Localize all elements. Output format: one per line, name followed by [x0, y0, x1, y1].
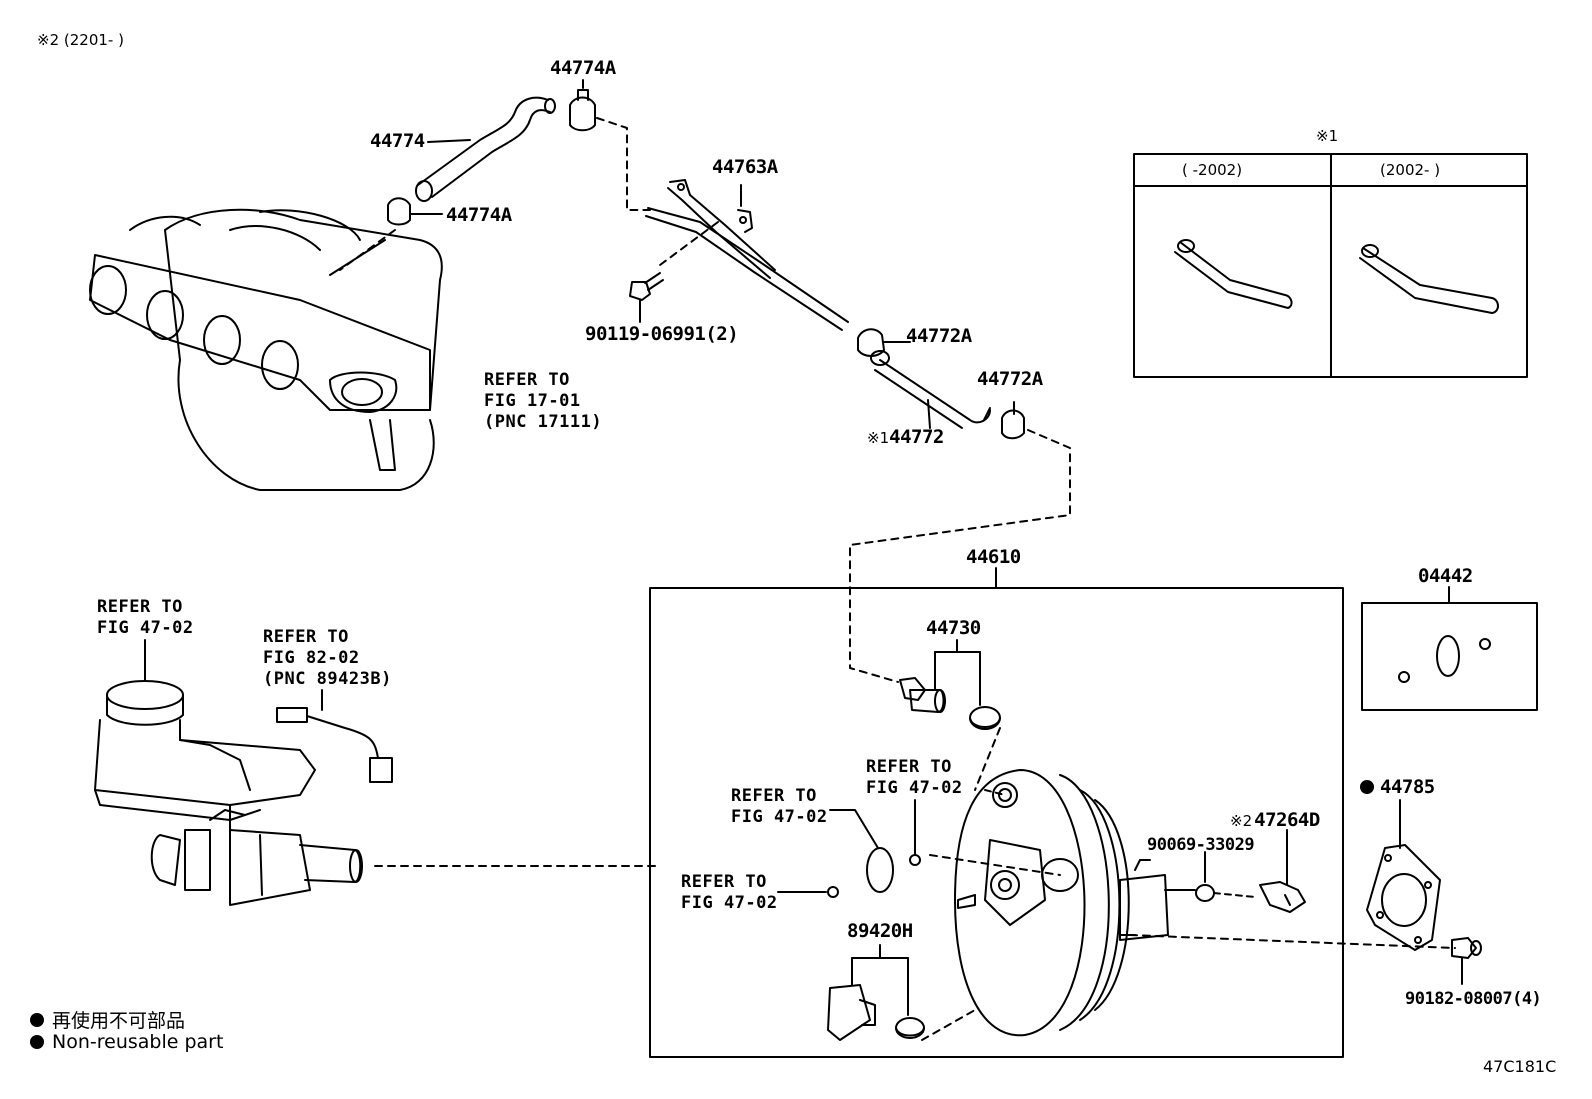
part-44785-label: 44785 [1360, 776, 1435, 798]
ref-sensor-line1: REFER TO [263, 627, 349, 647]
ref-oring-line2: FIG 47-02 [731, 807, 828, 827]
o-ring-drawing [866, 847, 894, 893]
figure-code: 47C181C [1483, 1057, 1557, 1076]
variant-table-drawing [1133, 153, 1528, 378]
part-44774[interactable]: 44774 [370, 130, 425, 152]
master-cylinder-drawing [94, 680, 363, 906]
ref-small-seal-line1: REFER TO [866, 757, 952, 777]
ref-sensor[interactable]: REFER TO FIG 82-02 (PNC 89423B) [263, 627, 392, 690]
hose-44774-drawing [415, 96, 556, 202]
booster-body-drawing [954, 769, 1196, 1037]
ref-reservoir[interactable]: REFER TO FIG 47-02 [97, 597, 194, 639]
legend-item-japanese: 再使用不可部品 [30, 1006, 185, 1033]
bracket-47264d-drawing [1259, 881, 1306, 913]
part-44610[interactable]: 44610 [966, 546, 1021, 568]
gasket-44785-drawing [1366, 844, 1441, 951]
small-seal-drawing [909, 854, 921, 866]
ref-manifold-line2: FIG 17-01 [484, 391, 581, 411]
ref-manifold[interactable]: REFER TO FIG 17-01 (PNC 17111) [484, 370, 602, 433]
ref-reservoir-line2: FIG 47-02 [97, 618, 194, 638]
part-90182[interactable]: 90182-08007(4) [1405, 989, 1542, 1009]
vacuum-pipe-44763a-drawing [645, 179, 849, 331]
ref-seal-bottom-line1: REFER TO [681, 872, 767, 892]
ref-sensor-line2: FIG 82-02 [263, 648, 360, 668]
variant-mark-2: ※2 [1230, 812, 1253, 830]
variant-mark-1: ※1 [867, 429, 890, 447]
ref-small-seal[interactable]: REFER TO FIG 47-02 [866, 757, 963, 799]
vacuum-sensor-89420h-drawing [827, 984, 925, 1041]
header-note: ※2 (2201- ) [37, 31, 124, 49]
ref-reservoir-line1: REFER TO [97, 597, 183, 617]
bolt-90119-drawing [629, 272, 664, 301]
hose-44772-drawing [870, 350, 991, 429]
part-44772-label: ※1 44772 [867, 426, 944, 448]
part-44763a[interactable]: 44763A [712, 156, 778, 178]
ref-small-seal-line2: FIG 47-02 [866, 778, 963, 798]
check-valve-44730-drawing [899, 677, 1001, 730]
legend-text-japanese: 再使用不可部品 [52, 1010, 186, 1032]
ref-seal-bottom[interactable]: REFER TO FIG 47-02 [681, 872, 778, 914]
part-44772[interactable]: 44772 [889, 426, 944, 448]
part-47264d[interactable]: 47264D [1254, 809, 1320, 831]
variant-col-2: (2002- ) [1380, 161, 1441, 179]
part-44774a-top[interactable]: 44774A [550, 57, 616, 79]
part-44772a-top[interactable]: 44772A [906, 325, 972, 347]
nut-90182-drawing [1451, 937, 1482, 959]
part-04442[interactable]: 04442 [1418, 565, 1473, 587]
clamp-44774a-top-drawing [569, 89, 596, 132]
level-sensor-drawing [276, 707, 393, 783]
ref-manifold-line3: (PNC 17111) [484, 412, 603, 432]
ref-seal-bottom-line2: FIG 47-02 [681, 893, 778, 913]
legend-text-english: Non-reusable part [52, 1031, 224, 1053]
part-44730[interactable]: 44730 [926, 617, 981, 639]
legend-dot-icon [30, 1035, 44, 1049]
variant-col-1: ( -2002) [1182, 161, 1243, 179]
seal-drawing [827, 886, 839, 898]
variant-table-mark: ※1 [1316, 127, 1339, 145]
part-44785[interactable]: 44785 [1380, 776, 1435, 798]
part-47264d-label: ※2 47264D [1230, 809, 1320, 831]
part-89420h[interactable]: 89420H [847, 920, 913, 942]
clamp-44774a-bottom-drawing [387, 197, 411, 226]
ref-oring-line1: REFER TO [731, 786, 817, 806]
gasket-kit-frame [1361, 602, 1538, 711]
clamp-44772a-top-drawing [857, 328, 885, 357]
part-90069[interactable]: 90069-33029 [1147, 835, 1255, 855]
clamp-44772a-right-drawing [1001, 409, 1025, 440]
ref-sensor-line3: (PNC 89423B) [263, 669, 392, 689]
legend-item-english: Non-reusable part [30, 1031, 223, 1053]
non-reusable-dot-icon [1360, 780, 1374, 794]
intake-manifold-drawing [89, 208, 443, 491]
ref-oring[interactable]: REFER TO FIG 47-02 [731, 786, 828, 828]
part-44772a-right[interactable]: 44772A [977, 368, 1043, 390]
legend-dot-icon [30, 1012, 44, 1027]
part-90119[interactable]: 90119-06991(2) [585, 323, 739, 345]
nut-90069-drawing [1195, 884, 1215, 902]
part-44774a-bottom[interactable]: 44774A [446, 204, 512, 226]
ref-manifold-line1: REFER TO [484, 370, 570, 390]
